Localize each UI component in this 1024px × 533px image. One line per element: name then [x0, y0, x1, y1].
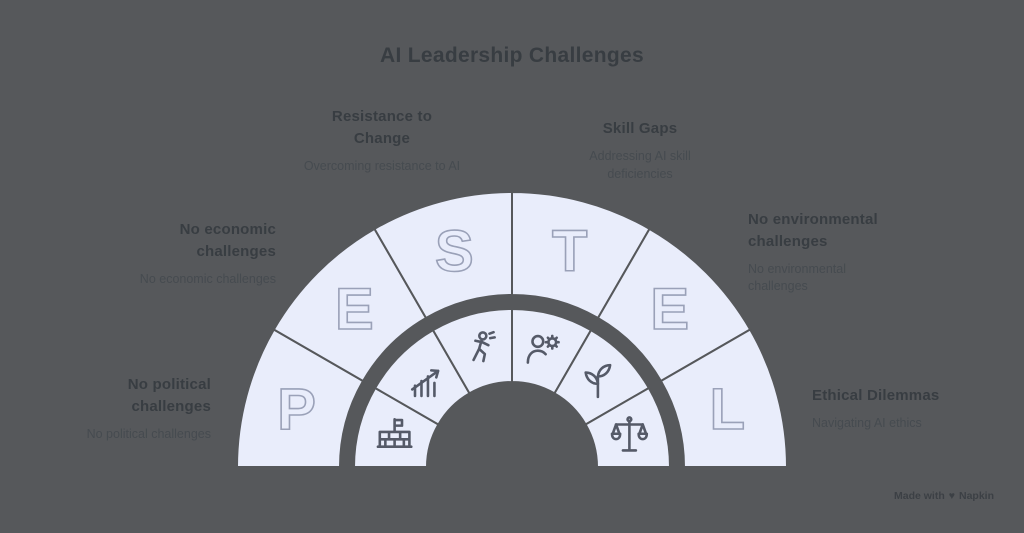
- label-economic-subtitle: No economic challenges: [139, 271, 276, 286]
- label-environmental-title: No environmental challenges: [748, 211, 878, 250]
- segment-letter: L: [710, 377, 745, 442]
- scales-icon: [610, 416, 649, 452]
- watermark-brand: Napkin: [958, 490, 994, 502]
- label-environmental-subtitle: No environmental challenges: [748, 261, 846, 294]
- segment-l-5-inner: [584, 386, 672, 468]
- label-ethical-title: Ethical Dilemmas: [812, 387, 940, 404]
- page-title: AI Leadership Challenges: [380, 44, 644, 67]
- watermark-prefix: Made with: [893, 490, 945, 502]
- segment-letter: P: [277, 377, 316, 442]
- segment-letter: T: [552, 219, 587, 284]
- person-gear-icon: [526, 334, 560, 364]
- label-ethical-subtitle: Navigating AI ethics: [812, 415, 922, 430]
- label-skill-gaps: Skill Gaps Addressing AI skill deficienc…: [589, 118, 690, 183]
- segment-l-5-outer: [659, 328, 789, 468]
- bank-icon: [376, 418, 413, 448]
- label-economic-title: No economic challenges: [179, 221, 276, 260]
- label-political-title: No political challenges: [127, 376, 211, 415]
- label-skill-title: Skill Gaps: [602, 120, 678, 137]
- watermark: Made with ♥ Napkin: [894, 490, 994, 502]
- label-resistance-to-change: Resistance to Change Overcoming resistan…: [304, 106, 460, 175]
- segment-letter: S: [435, 219, 474, 284]
- segment-letter: E: [335, 277, 374, 342]
- heart-icon: ♥: [948, 490, 955, 502]
- label-political-subtitle: No political challenges: [86, 426, 211, 441]
- chart-up-icon: [410, 369, 440, 398]
- label-resistance-subtitle: Overcoming resistance to AI: [303, 158, 461, 173]
- label-political: No political challenges No political cha…: [87, 374, 211, 443]
- label-economic: No economic challenges No economic chall…: [140, 219, 276, 288]
- label-resistance-title: Resistance to Change: [331, 108, 433, 147]
- label-skill-subtitle: Addressing AI skill deficiencies: [589, 148, 691, 181]
- segment-letter: E: [650, 277, 689, 342]
- sprout-icon: [584, 363, 612, 399]
- label-ethical-dilemmas: Ethical Dilemmas Navigating AI ethics: [812, 385, 939, 433]
- person-walking-icon: [472, 330, 496, 363]
- label-environmental: No environmental challenges No environme…: [748, 209, 878, 296]
